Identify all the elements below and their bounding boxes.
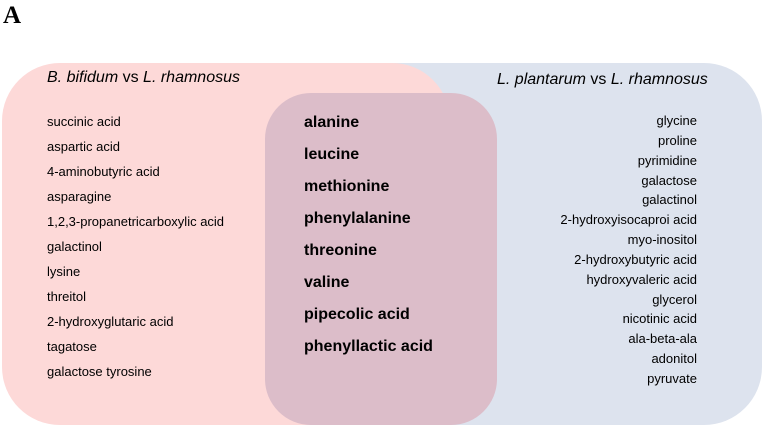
right-set-item: hydroxyvaleric acid (586, 271, 697, 287)
overlap-item: leucine (304, 146, 360, 163)
overlap-item: threonine (304, 242, 377, 259)
left-set-item: threitol (47, 289, 87, 304)
right-set-item: pyruvate (647, 370, 697, 386)
left-set-item: galactose tyrosine (47, 364, 152, 379)
left-set-item: 1,2,3-propanetricarboxylic acid (47, 214, 225, 229)
right-set-item: pyrimidine (637, 152, 697, 168)
left-set-item: tagatose (47, 339, 97, 354)
right-set-item: galactinol (642, 192, 697, 208)
left-set-list: succinic acid aspartic acid 4-aminobutyr… (47, 109, 224, 384)
right-header-species-a: L. plantarum (497, 71, 586, 88)
left-header-vs: vs (122, 69, 139, 86)
right-set-item: proline (657, 132, 697, 148)
right-set-list: glycine proline pyrimidine galactose gal… (560, 111, 697, 389)
right-set-item: nicotinic acid (622, 311, 697, 327)
left-set-item: galactinol (47, 239, 102, 254)
right-set-item: glycerol (652, 291, 697, 307)
right-set-item: adonitol (651, 351, 697, 367)
right-set-header: L. plantarum vs L. rhamnosus (497, 71, 708, 89)
right-set-item: myo-inositol (627, 232, 697, 248)
left-set-item: lysine (47, 264, 81, 279)
right-set-item: 2-hydroxyisocaproi acid (560, 212, 697, 228)
left-set-item: asparagine (47, 189, 112, 204)
right-set-item: ala-beta-ala (628, 331, 697, 347)
overlap-item: pipecolic acid (304, 306, 410, 323)
left-set-item: 2-hydroxyglutaric acid (47, 314, 174, 329)
left-set-item: 4-aminobutyric acid (47, 164, 160, 179)
overlap-region (265, 93, 497, 425)
right-header-species-b: L. rhamnosus (610, 71, 708, 88)
overlap-item: phenyllactic acid (304, 338, 433, 355)
overlap-item: valine (304, 274, 350, 291)
right-set-item: galactose (641, 172, 697, 188)
overlap-item: methionine (304, 178, 390, 195)
left-header-species-a: B. bifidum (47, 69, 119, 86)
overlap-item: alanine (304, 114, 360, 131)
right-header-vs: vs (590, 71, 607, 88)
overlap-item: phenylalanine (304, 210, 411, 227)
overlap-list: alanine leucine methionine phenylalanine… (304, 107, 433, 363)
panel-label: A (3, 2, 22, 29)
left-set-header: B. bifidum vs L. rhamnosus (47, 69, 240, 87)
right-set-item: 2-hydroxybutyric acid (574, 251, 697, 267)
left-set-item: succinic acid (47, 114, 121, 129)
left-set-item: aspartic acid (47, 139, 120, 154)
right-set-item: glycine (656, 113, 697, 128)
left-header-species-b: L. rhamnosus (143, 69, 240, 86)
